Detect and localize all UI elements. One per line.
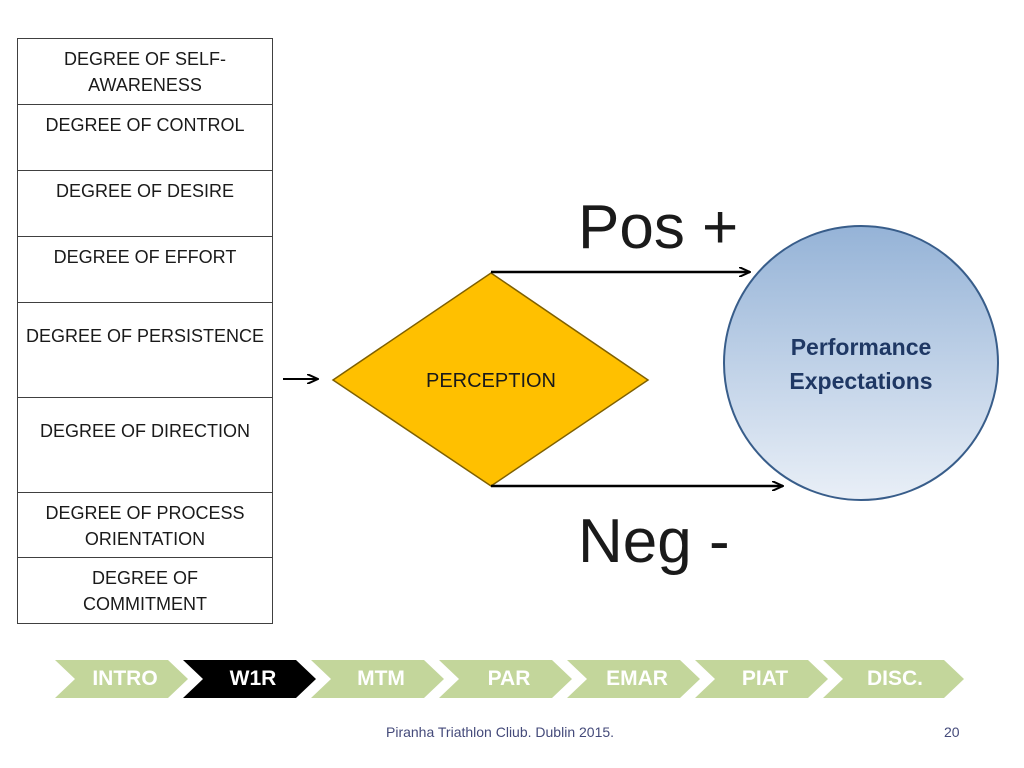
footer-club-text: Piranha Triathlon Cliub. Dublin 2015.: [386, 724, 615, 740]
outcome-label-line1: Performance: [791, 334, 932, 360]
factor-cell-persistence: DEGREE OF PERSISTENCE: [17, 302, 273, 398]
factor-cell-process-orientation: DEGREE OF PROCESS ORIENTATION: [17, 492, 273, 558]
factors-table: DEGREE OF SELF- AWARENESS DEGREE OF CONT…: [17, 38, 273, 624]
page-number: 20: [944, 724, 960, 740]
nav-chevron-mtm[interactable]: [311, 660, 444, 698]
nav-label-w1r[interactable]: W1R: [229, 667, 277, 690]
factor-cell-self-awareness: DEGREE OF SELF- AWARENESS: [17, 38, 273, 105]
nav-chevron-intro[interactable]: [55, 660, 188, 698]
perception-label: PERCEPTION: [426, 370, 556, 392]
factor-cell-desire: DEGREE OF DESIRE: [17, 170, 273, 237]
nav-label-disc[interactable]: DISC.: [866, 667, 923, 690]
negative-label: Neg -: [578, 507, 730, 576]
nav-chevron-emar[interactable]: [567, 660, 700, 698]
factor-cell-commitment: DEGREE OF COMMITMENT: [17, 557, 273, 624]
nav-label-emar[interactable]: EMAR: [606, 667, 668, 690]
nav-label-piat[interactable]: PIAT: [741, 667, 789, 690]
factor-cell-direction: DEGREE OF DIRECTION: [17, 397, 273, 493]
section-nav: [55, 660, 964, 698]
nav-chevron-piat[interactable]: [695, 660, 828, 698]
nav-label-par[interactable]: PAR: [487, 667, 531, 690]
factor-cell-control: DEGREE OF CONTROL: [17, 104, 273, 171]
positive-label: Pos +: [578, 193, 738, 262]
outcome-label-line2: Expectations: [789, 368, 932, 394]
nav-chevron-par[interactable]: [439, 660, 572, 698]
nav-label-intro[interactable]: INTRO: [92, 667, 158, 690]
nav-chevron-w1r[interactable]: [183, 660, 316, 698]
performance-expectations-circle: [723, 225, 999, 501]
nav-chevron-disc[interactable]: [823, 660, 964, 698]
nav-label-mtm[interactable]: MTM: [357, 667, 405, 690]
